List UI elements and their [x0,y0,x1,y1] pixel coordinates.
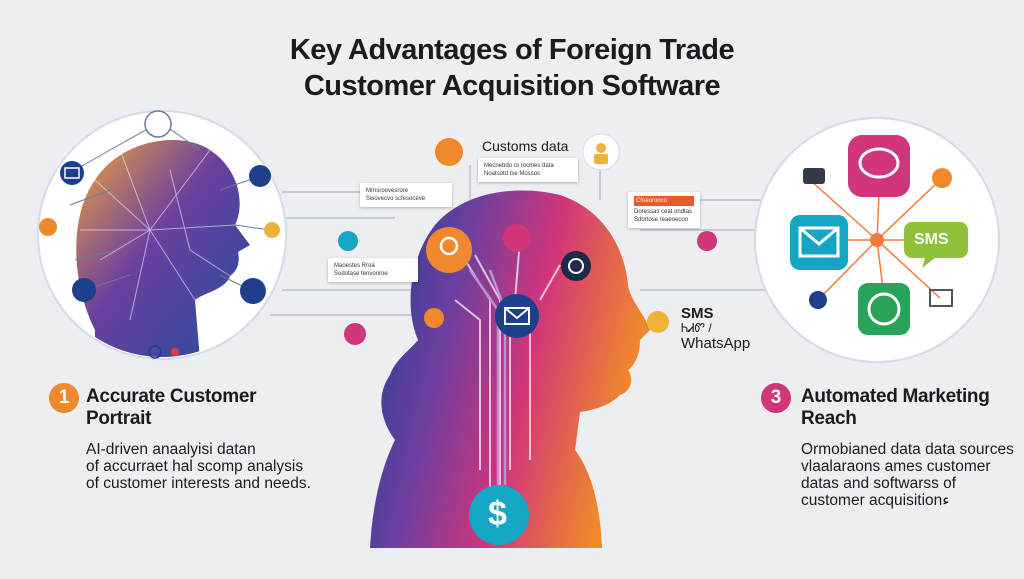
title-line-2: Customer Acquisition Software [303,70,721,102]
feature-3-number: 3 [761,383,791,413]
phone-icon [932,168,952,188]
left-portrait-circle [37,110,287,360]
right-channels-circle [754,117,1000,363]
envelope-icon [929,289,953,307]
tool-icon [503,224,531,252]
left-node-icon [338,231,358,251]
list-icon [72,278,96,302]
chat-bubble-icon [848,135,910,197]
mail-icon [60,161,84,185]
feature-1-number: 1 [49,383,79,413]
sms-label: SMS [681,305,714,322]
left-card-1: Mrnsroovesrore Swovecvo scfesoceve [360,183,452,207]
target-icon [561,251,591,281]
feature-1-body: AI-driven anaalyisi datan of accurraet h… [86,441,311,492]
sms-bubble-icon [904,222,968,268]
search-icon [240,278,266,304]
sms-bubble-text: SMS [914,231,949,248]
status-dot-icon [171,348,179,356]
chat-icon [148,345,162,359]
left-card-2: Maoestes Rroa Sodotase tenvonroe [328,258,418,282]
badge-icon [264,222,280,238]
title-line-1: Key Advantages of Foreign Trade [289,34,735,66]
social-icon [344,323,366,345]
right-card: Cfoeoronco Doressas ceat ondtas Sdortose… [628,192,700,228]
lightbulb-icon [426,227,472,273]
customs-card: Mecnebdo ro rocmes data Noatsotd tse Mos… [478,158,578,182]
sms-sub-label: ᏂᏗᏛ / [681,321,712,335]
feature-3-heading: Automated Marketing Reach [801,386,990,429]
feature-3-body: Ormobianed data data sources vlaalaraons… [801,441,1014,509]
wifi-icon [435,138,463,166]
user-icon [39,218,57,236]
page-title: Key Advantages of Foreign Trade Customer… [0,32,1024,104]
t-icon [424,308,444,328]
dollar-icon [469,485,529,545]
small-icon [809,291,827,309]
sms-node-icon [647,311,669,333]
message-icon [803,168,825,184]
hub-icon [870,233,884,247]
center-head [338,133,717,549]
customs-data-label: Customs data [482,138,569,154]
table-icon [249,165,271,187]
center-mail-icon [495,294,539,338]
dollar-symbol: $ [488,495,507,533]
feature-1-heading: Accurate Customer Portrait [86,386,257,429]
right-node-icon [697,231,717,251]
whatsapp-icon [858,283,910,335]
whatsapp-label: WhatsApp [681,335,751,352]
network-icon [144,110,172,138]
